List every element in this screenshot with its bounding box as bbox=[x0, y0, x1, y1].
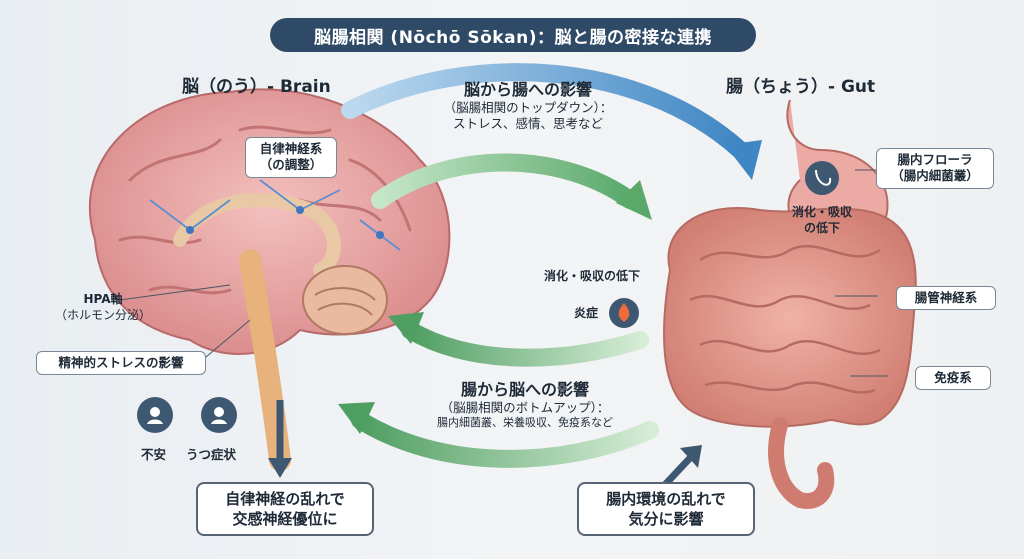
top-down-arrow-green bbox=[371, 153, 652, 220]
autonomic-nervous-label: 自律神経系 （の調整） bbox=[245, 137, 337, 178]
bottom-up-title: 腸から脳への影響 bbox=[460, 380, 589, 399]
stomach-icon bbox=[805, 161, 839, 195]
bottom-up-arrow-green-lower bbox=[338, 402, 659, 468]
stomach-digestion-label: 消化・吸収 の低下 bbox=[791, 205, 852, 235]
leader-lines bbox=[119, 169, 888, 377]
autonomic-imbalance-box: 自律神経の乱れで 交感神経優位に bbox=[196, 482, 374, 536]
gut-imbalance-box: 腸内環境の乱れで 気分に影響 bbox=[577, 482, 755, 536]
gut-illustration bbox=[663, 99, 917, 509]
depression-label: うつ症状 bbox=[186, 447, 237, 462]
anxiety-icon bbox=[137, 397, 173, 433]
depression-icon bbox=[201, 397, 237, 433]
enteric-nervous-label: 腸管神経系 bbox=[896, 286, 996, 311]
brain-illustration bbox=[88, 88, 451, 471]
top-down-text: 脳から腸への影響 （脳腸相関のトップダウン）： ストレス、感情、思考など bbox=[418, 80, 638, 131]
bottom-up-subtitle: （脳腸相関のボトムアップ）： bbox=[440, 400, 610, 415]
inflammation-label: 炎症 bbox=[573, 306, 598, 320]
page-title: 脳腸相関 (Nōchō Sōkan)：脳と腸の密接な連携 bbox=[270, 18, 756, 52]
bottom-up-text: 腸から脳への影響 （脳腸相関のボトムアップ）： 腸内細菌叢、栄養吸収、免疫系など bbox=[410, 380, 640, 429]
anxiety-label: 不安 bbox=[141, 447, 167, 462]
bottom-up-detail: 腸内細菌叢、栄養吸収、免疫系など bbox=[437, 415, 613, 429]
immune-system-label: 免疫系 bbox=[915, 366, 991, 391]
top-down-arrow-blue bbox=[341, 63, 762, 180]
gut-heading: 腸（ちょう）- Gut bbox=[726, 77, 876, 97]
mental-stress-label: 精神的ストレスの影響 bbox=[36, 351, 206, 376]
digestion-decline-label: 消化・吸収の低下 bbox=[543, 269, 640, 283]
top-down-subtitle: （脳腸相関のトップダウン）： bbox=[443, 100, 613, 115]
top-down-detail: ストレス、感情、思考など bbox=[452, 115, 603, 131]
top-down-title: 脳から腸への影響 bbox=[463, 80, 592, 99]
brain-down-arrow bbox=[268, 400, 292, 478]
brain-heading: 脳（のう）- Brain bbox=[182, 77, 331, 97]
bottom-up-arrow-green-upper bbox=[388, 312, 649, 367]
hpa-axis-label: HPA軸 （ホルモン分泌） bbox=[54, 292, 151, 322]
gut-flora-label: 腸内フローラ （腸内細菌叢） bbox=[876, 148, 994, 189]
